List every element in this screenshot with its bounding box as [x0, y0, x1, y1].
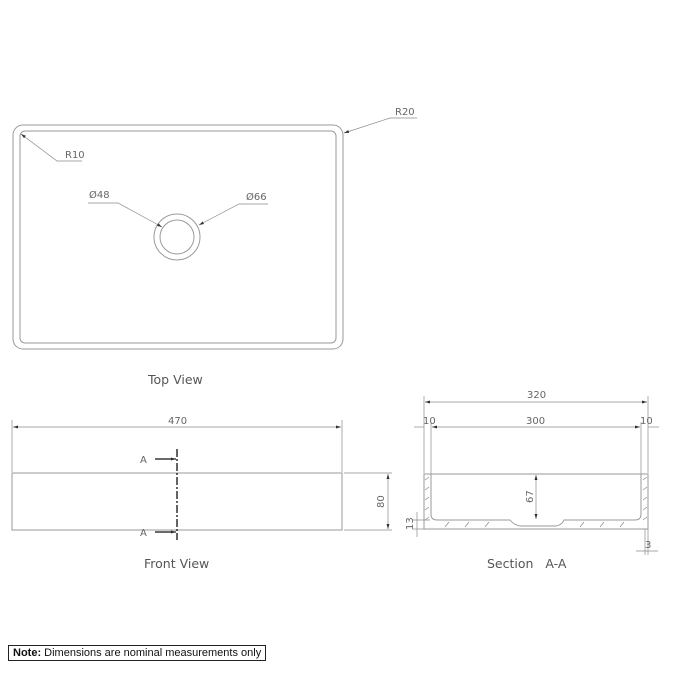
top-view: R20 R10 Ø48 Ø66 Top View [12, 107, 417, 387]
basin-outer-outline [12, 124, 344, 350]
drain-inner-circle [159, 219, 195, 255]
edge-thickness-label: 3 [645, 540, 651, 551]
r10-label: R10 [65, 150, 85, 161]
section-marker-top: A [140, 455, 147, 466]
r20-label: R20 [395, 107, 415, 118]
dimensions-note: Note: Dimensions are nominal measurement… [8, 645, 267, 661]
section-marker-bottom: A [140, 528, 147, 539]
depth-label: 67 [525, 490, 536, 503]
drain-outer-circle [153, 213, 201, 261]
section-hatch [424, 476, 648, 528]
front-view: 470 80 A A Front View [11, 416, 392, 571]
basin-inner-outline [19, 130, 337, 344]
width-label: 470 [168, 416, 187, 427]
top-view-title: Top View [147, 372, 203, 387]
wall-left-label: 10 [423, 416, 436, 427]
r20-leader [343, 117, 417, 134]
section-view: 320 10 300 10 67 13 3 Section A-A [405, 390, 659, 571]
section-inner-profile [430, 474, 642, 527]
d66-leader [198, 203, 268, 226]
inner-width-label: 300 [526, 416, 545, 427]
height-label: 80 [376, 495, 387, 508]
front-view-title: Front View [144, 556, 209, 571]
wall-right-label: 10 [640, 416, 653, 427]
r10-leader [20, 133, 82, 162]
d48-label: Ø48 [89, 189, 110, 201]
overall-width-label: 320 [527, 390, 546, 401]
note-text: Dimensions are nominal measurements only [41, 647, 262, 659]
d48-leader [88, 202, 163, 228]
base-thickness-label: 13 [405, 517, 416, 530]
note-label: Note: [13, 647, 42, 659]
d66-label: Ø66 [246, 191, 267, 203]
section-view-title: Section A-A [487, 556, 567, 571]
